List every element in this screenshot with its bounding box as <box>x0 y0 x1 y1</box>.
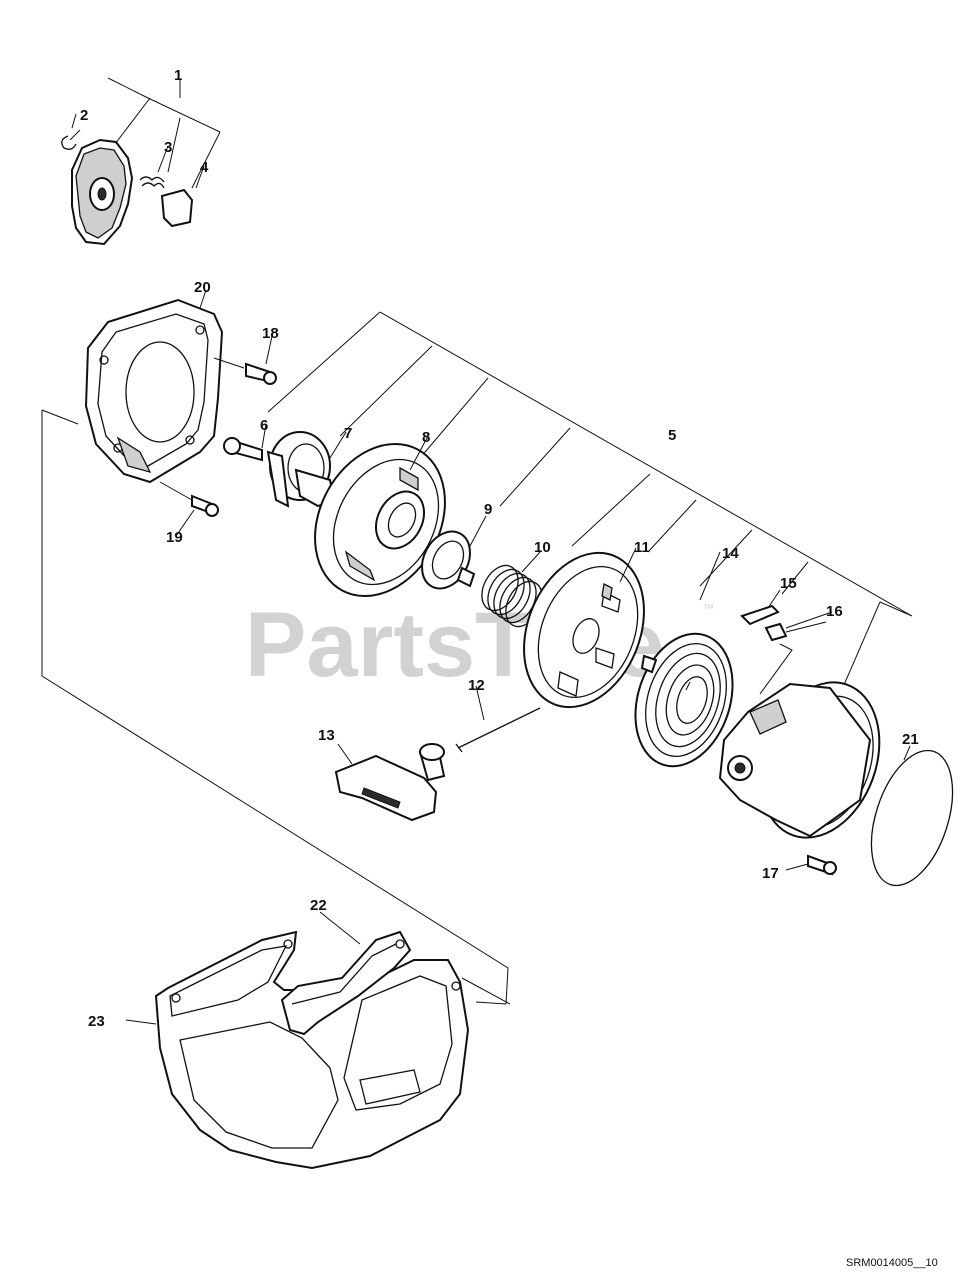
screw-19 <box>159 481 219 517</box>
upper-bracket-part <box>280 930 412 1036</box>
callout-8: 8 <box>422 429 430 446</box>
pawl-part <box>160 188 194 228</box>
callout-4: 4 <box>200 159 209 176</box>
callout-10: 10 <box>534 539 551 556</box>
callout-16: 16 <box>826 603 843 620</box>
callout-5: 5 <box>668 427 676 444</box>
callout-bracket-1 <box>107 77 221 189</box>
callout-3: 3 <box>164 139 172 156</box>
screw-17 <box>785 854 837 876</box>
starter-housing-frame <box>84 298 224 484</box>
nut-16-part <box>764 621 827 642</box>
clip-part <box>61 135 77 150</box>
recoil-spring-part <box>634 632 734 768</box>
callout-11: 11 <box>634 539 650 556</box>
callout-20: 20 <box>194 279 211 296</box>
spring-part <box>139 176 165 189</box>
pulley-hub-part <box>266 431 336 508</box>
callout-21: 21 <box>902 731 919 748</box>
callout-1: 1 <box>174 67 182 84</box>
callout-14: 14 <box>722 545 739 562</box>
drawing-code: SRM0014005__10 <box>846 1257 938 1269</box>
callout-leaders <box>71 80 911 1025</box>
clip-15-part <box>740 604 780 626</box>
callout-15: 15 <box>780 575 797 592</box>
assembly-outline <box>41 409 509 1005</box>
friction-plate-part <box>421 530 476 590</box>
callout-19: 19 <box>166 529 183 546</box>
starter-rope-part <box>455 707 541 753</box>
base-frame-part <box>154 930 470 1170</box>
callout-9: 9 <box>484 501 492 518</box>
starter-handle-part <box>334 743 446 822</box>
cover-plate-assembly <box>61 77 221 246</box>
starter-case-part <box>718 643 881 839</box>
callout-17: 17 <box>762 865 779 882</box>
callout-13: 13 <box>318 727 335 744</box>
callout-22: 22 <box>310 897 327 914</box>
callout-2: 2 <box>80 107 88 124</box>
callout-18: 18 <box>262 325 279 342</box>
callout-7: 7 <box>344 425 352 442</box>
callout-6: 6 <box>260 417 268 434</box>
watermark-trademark: ™ <box>703 603 714 615</box>
screw-6 <box>223 437 263 462</box>
callout-12: 12 <box>468 677 485 694</box>
screw-18 <box>213 357 277 385</box>
rope-pulley-part <box>523 551 645 709</box>
callout-23: 23 <box>88 1013 105 1030</box>
gasket-ring-part <box>870 749 954 887</box>
assembly-bracket-lines <box>267 311 913 695</box>
